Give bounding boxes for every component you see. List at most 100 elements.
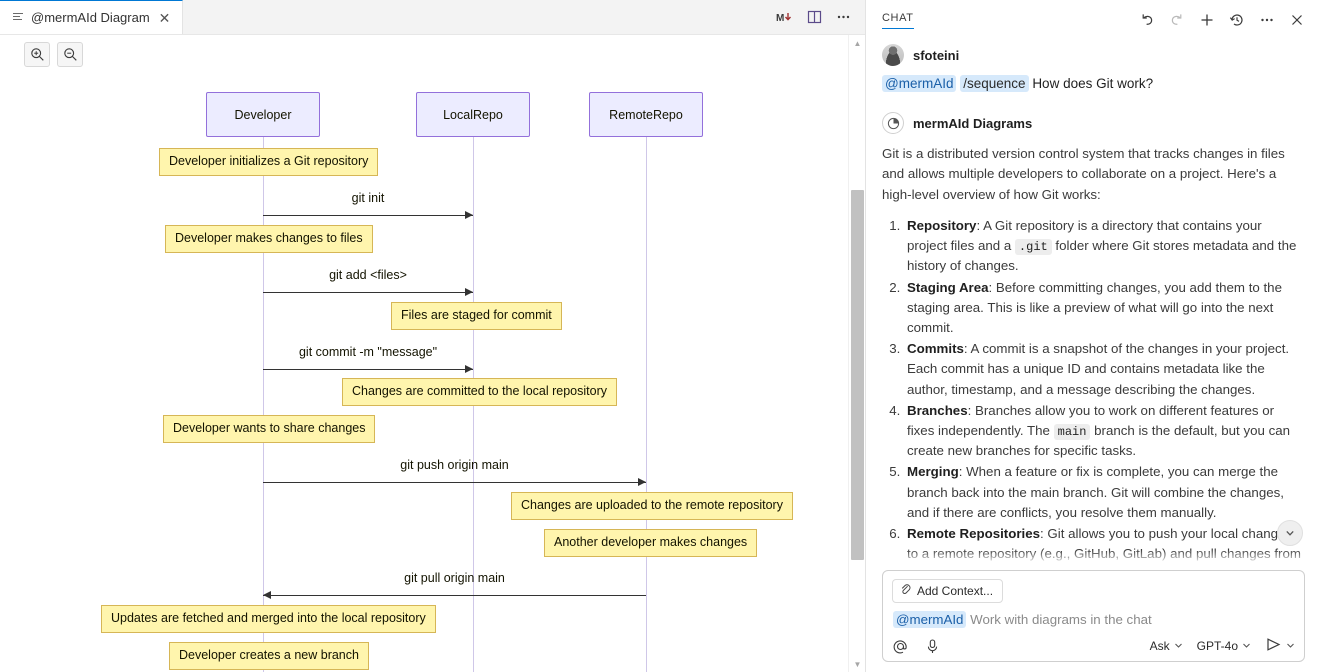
chevron-down-icon [1174,641,1183,652]
message-label: git push origin main [400,458,509,472]
send-icon [1265,637,1282,655]
add-context-label: Add Context... [917,584,994,598]
diagram-note: Files are staged for commit [391,302,562,330]
mic-icon[interactable] [925,638,940,655]
sequence-diagram: Developer LocalRepo RemoteRepo git init git … [0,35,849,672]
user-speaker-row: sfoteini [882,44,1305,66]
agent-speaker-row: mermAId Diagrams [882,112,1305,135]
mode-label: Ask [1149,639,1170,653]
split-editor-icon[interactable] [807,10,822,24]
zoom-in-icon[interactable] [24,42,50,67]
diagram-note: Changes are committed to the local repos… [342,378,617,406]
arrow-head-icon [465,288,473,296]
arrow-head-icon [465,211,473,219]
history-icon[interactable] [1229,12,1245,28]
list-item: Staging Area: Before committing changes,… [904,278,1305,339]
zoom-out-icon[interactable] [57,42,83,67]
message-label: git init [351,191,385,205]
editor-tab-bar: @mermAId Diagram ✕ M [0,0,865,35]
chat-header: CHAT [866,0,1319,40]
send-button[interactable] [1265,637,1295,655]
svg-text:M: M [776,13,784,23]
editor-tab-actions: M [776,0,865,34]
diagram-note: Changes are uploaded to the remote repos… [511,492,793,520]
chevron-down-icon[interactable] [1277,520,1303,546]
message-arrow [263,292,473,293]
mention-chip[interactable]: @mermAId [882,75,957,92]
command-chip[interactable]: /sequence [960,75,1029,92]
chevron-down-icon [1286,641,1295,652]
message-arrow [263,215,473,216]
list-item: Commits: A commit is a snapshot of the c… [904,339,1305,400]
scroll-up-arrow-icon[interactable]: ▲ [853,38,862,48]
diagram-scrollbar[interactable]: ▲ ▼ [848,35,865,672]
diagram-note: Developer initializes a Git repository [159,148,379,176]
more-icon[interactable] [1259,12,1275,28]
scrollbar-thumb[interactable] [851,190,864,560]
diagram-note: Developer creates a new branch [169,642,369,670]
mode-picker[interactable]: Ask [1150,639,1183,653]
participant-remoterepo[interactable]: RemoteRepo [589,92,703,137]
list-item: Merging: When a feature or fix is comple… [904,462,1305,523]
composer-toolbar: Ask GPT-4o [892,637,1295,655]
avatar [882,44,904,66]
message-arrow [263,482,646,483]
user-message-text: How does Git work? [1032,76,1154,91]
participant-developer[interactable]: Developer [206,92,320,137]
diagram-note: Developer wants to share changes [163,415,376,443]
arrow-head-icon [263,591,271,599]
list-item-term: Branches [907,402,968,418]
pie-chart-icon [882,112,904,135]
message-label: git pull origin main [404,571,505,585]
list-item-term: Commits [907,341,964,357]
chevron-down-icon [1242,641,1251,652]
chat-panel: CHAT [866,0,1319,672]
list-item-term: Staging Area [907,279,989,295]
diagram-note: Developer makes changes to files [165,225,373,253]
response-list: Repository: A Git repository is a direct… [888,216,1305,564]
response-intro: Git is a distributed version control sys… [882,146,1285,202]
list-item-term: Repository [907,217,977,233]
agent-response: Git is a distributed version control sys… [882,144,1305,564]
arrow-head-icon [465,365,473,373]
chat-header-actions [1139,12,1305,28]
message-label: git commit -m "message" [298,345,438,359]
close-icon[interactable]: ✕ [158,9,171,26]
arrow-head-icon [638,478,646,486]
new-chat-icon[interactable] [1199,12,1215,28]
markdown-preview-icon[interactable]: M [776,11,793,23]
user-message: @mermAId /sequence How does Git work? [882,74,1305,94]
scroll-down-arrow-icon[interactable]: ▼ [853,659,862,669]
lifeline-remoterepo [646,137,647,672]
diagram-canvas[interactable]: Developer LocalRepo RemoteRepo git init git … [0,35,849,672]
close-icon[interactable] [1289,12,1305,28]
lifeline-developer [263,137,264,672]
diagram-zoom-controls [24,42,83,67]
list-item-term: Remote Repositories [907,525,1041,541]
model-picker[interactable]: GPT-4o [1197,639,1251,653]
redo-icon[interactable] [1169,12,1185,28]
message-arrow [263,595,646,596]
editor-pane: @mermAId Diagram ✕ M [0,0,866,672]
list-item: Branches: Branches allow you to work on … [904,401,1305,462]
list-icon [12,11,24,25]
composer-mention-chip[interactable]: @mermAId [893,611,967,628]
more-actions-icon[interactable] [836,10,851,24]
diagram-note: Another developer makes changes [544,529,758,557]
participant-localrepo[interactable]: LocalRepo [416,92,530,137]
list-item-term: Merging [907,464,959,480]
transcript-fade [866,550,1319,564]
at-mention-icon[interactable] [892,638,909,655]
undo-icon[interactable] [1139,12,1155,28]
model-label: GPT-4o [1196,639,1238,653]
agent-name: mermAId Diagrams [913,115,1033,131]
add-context-button[interactable]: Add Context... [892,579,1004,603]
editor-tab-mermaid-diagram[interactable]: @mermAId Diagram ✕ [0,0,184,34]
chat-transcript[interactable]: sfoteini @mermAId /sequence How does Git… [866,40,1319,564]
tab-chat[interactable]: CHAT [882,12,914,29]
chat-input[interactable]: @mermAId Work with diagrams in the chat [893,611,1294,628]
diagram-note: Updates are fetched and merged into the … [101,605,436,633]
list-item: Repository: A Git repository is a direct… [904,216,1305,277]
user-name: sfoteini [913,47,960,63]
chat-composer[interactable]: Add Context... @mermAId Work with diagra… [882,570,1305,662]
